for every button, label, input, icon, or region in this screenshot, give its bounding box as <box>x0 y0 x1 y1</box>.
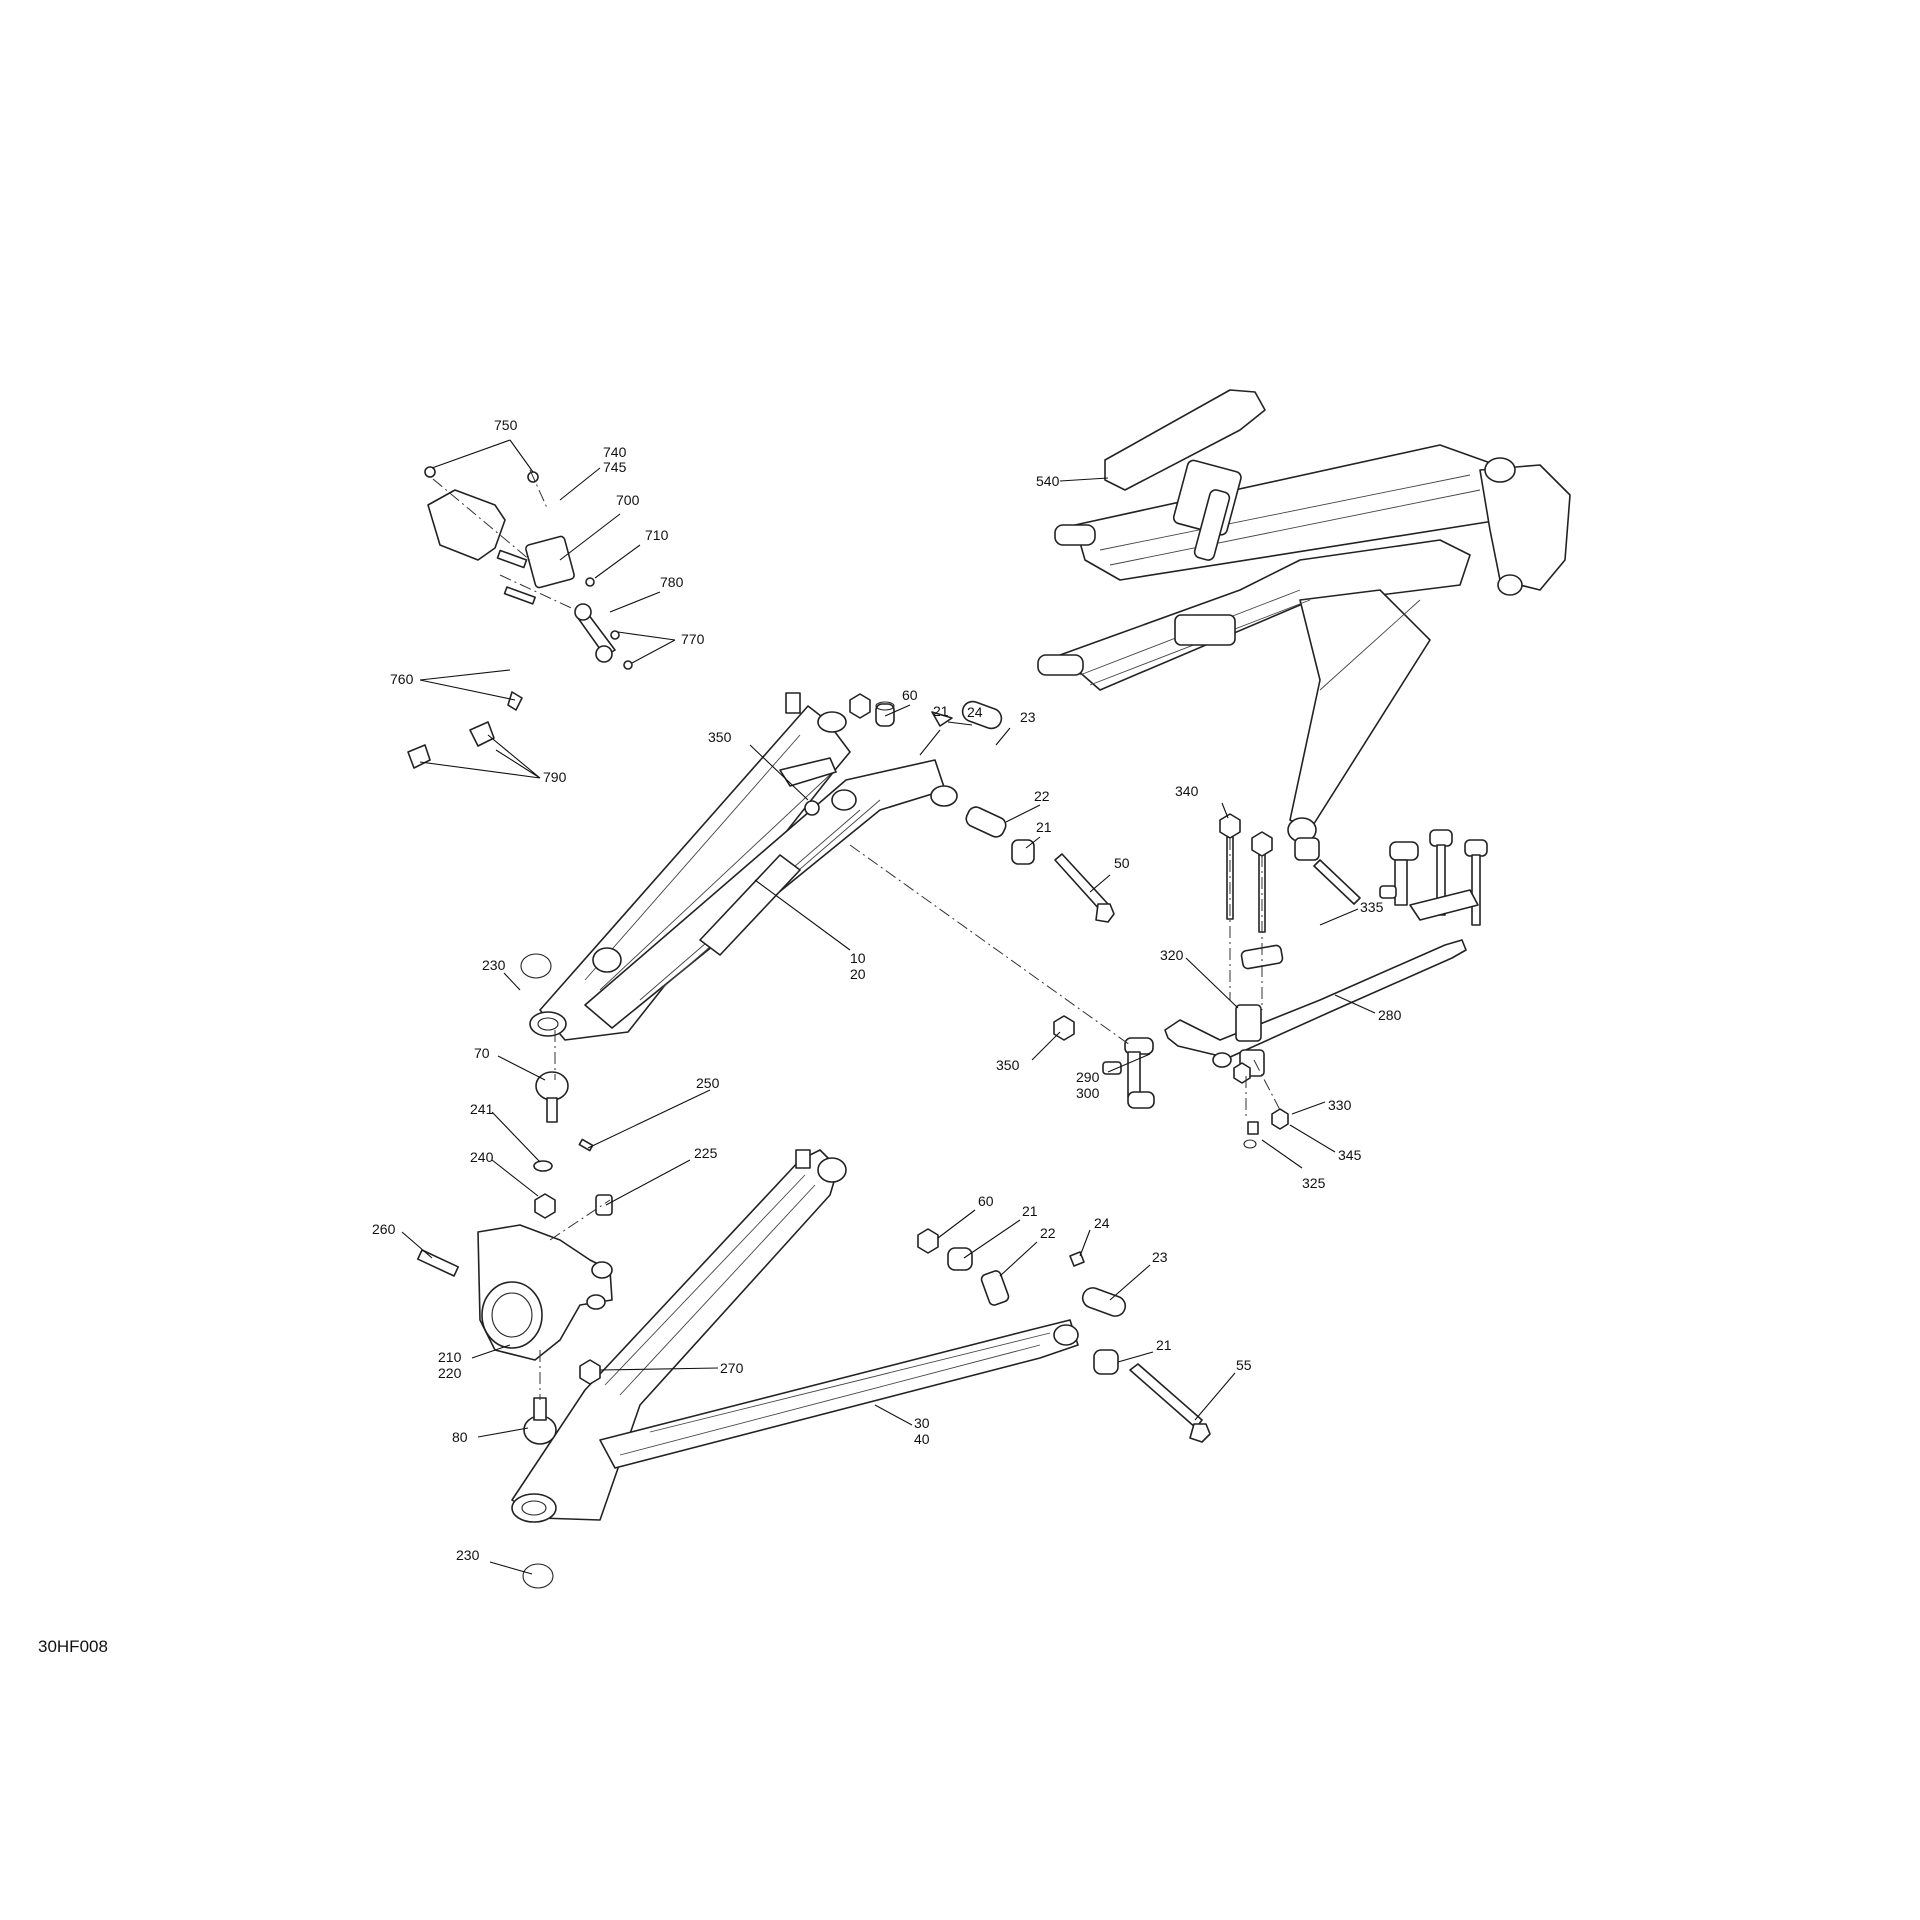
callout-325: 325 <box>1302 1175 1326 1191</box>
callout-24-upper: 24 <box>967 704 983 720</box>
callout-21-lower-a: 21 <box>1022 1203 1038 1219</box>
callout-21-lower-b: 21 <box>1156 1337 1172 1353</box>
callout-labels: 750 740 745 700 710 760 780 770 790 540 … <box>38 417 1402 1656</box>
callout-300: 300 <box>1076 1085 1100 1101</box>
callout-30: 30 <box>914 1415 930 1431</box>
callout-780: 780 <box>660 574 684 590</box>
callout-745: 745 <box>603 459 627 475</box>
callout-280: 280 <box>1378 1007 1402 1023</box>
sway-bar <box>1164 813 1467 1149</box>
callout-760: 760 <box>390 671 414 687</box>
callout-241: 241 <box>470 1101 494 1117</box>
callout-22-lower: 22 <box>1040 1225 1056 1241</box>
callout-340: 340 <box>1175 783 1199 799</box>
callout-50: 50 <box>1114 855 1130 871</box>
assembly-centerlines <box>432 469 1281 1400</box>
callout-80: 80 <box>452 1429 468 1445</box>
steering-knuckle <box>416 1224 613 1385</box>
right-frame-arm <box>1037 389 1571 905</box>
callout-23-upper: 23 <box>1020 709 1036 725</box>
lower-arm-hardware <box>917 1228 1211 1443</box>
callout-710: 710 <box>645 527 669 543</box>
callout-790: 790 <box>543 769 567 785</box>
callout-350-lower: 350 <box>996 1057 1020 1073</box>
callout-240: 240 <box>470 1149 494 1165</box>
callout-21-upper-b: 21 <box>1036 819 1052 835</box>
sway-bar-links <box>1053 829 1488 1109</box>
callout-23-lower: 23 <box>1152 1249 1168 1265</box>
callout-21-upper-a: 21 <box>933 703 949 719</box>
shock-mount-assembly <box>407 466 633 769</box>
callout-270: 270 <box>720 1360 744 1376</box>
upper-a-arm <box>529 692 958 1041</box>
callout-60-upper: 60 <box>902 687 918 703</box>
callout-220: 220 <box>438 1365 462 1381</box>
callout-70: 70 <box>474 1045 490 1061</box>
callout-210: 210 <box>438 1349 462 1365</box>
callout-540: 540 <box>1036 473 1060 489</box>
upper-arm-hardware <box>849 693 1115 923</box>
callout-22-upper: 22 <box>1034 788 1050 804</box>
callout-10: 10 <box>850 950 866 966</box>
callout-700: 700 <box>616 492 640 508</box>
callout-260: 260 <box>372 1221 396 1237</box>
callout-290: 290 <box>1076 1069 1100 1085</box>
callout-225: 225 <box>694 1145 718 1161</box>
callout-20: 20 <box>850 966 866 982</box>
callout-345: 345 <box>1338 1147 1362 1163</box>
callout-320: 320 <box>1160 947 1184 963</box>
callout-230-lower: 230 <box>456 1547 480 1563</box>
callout-leaders <box>401 439 1376 1575</box>
callout-250: 250 <box>696 1075 720 1091</box>
callout-55: 55 <box>1236 1357 1252 1373</box>
callout-740: 740 <box>603 444 627 460</box>
callout-770: 770 <box>681 631 705 647</box>
lower-a-arm <box>511 1149 1079 1523</box>
callout-60-lower: 60 <box>978 1193 994 1209</box>
callout-230-upper: 230 <box>482 957 506 973</box>
ball-joints <box>520 953 613 1589</box>
callout-750: 750 <box>494 417 518 433</box>
diagram-reference-code: 30HF008 <box>38 1637 108 1656</box>
callout-40: 40 <box>914 1431 930 1447</box>
callout-350-upper: 350 <box>708 729 732 745</box>
callout-330: 330 <box>1328 1097 1352 1113</box>
callout-335: 335 <box>1360 899 1384 915</box>
callout-24-lower: 24 <box>1094 1215 1110 1231</box>
